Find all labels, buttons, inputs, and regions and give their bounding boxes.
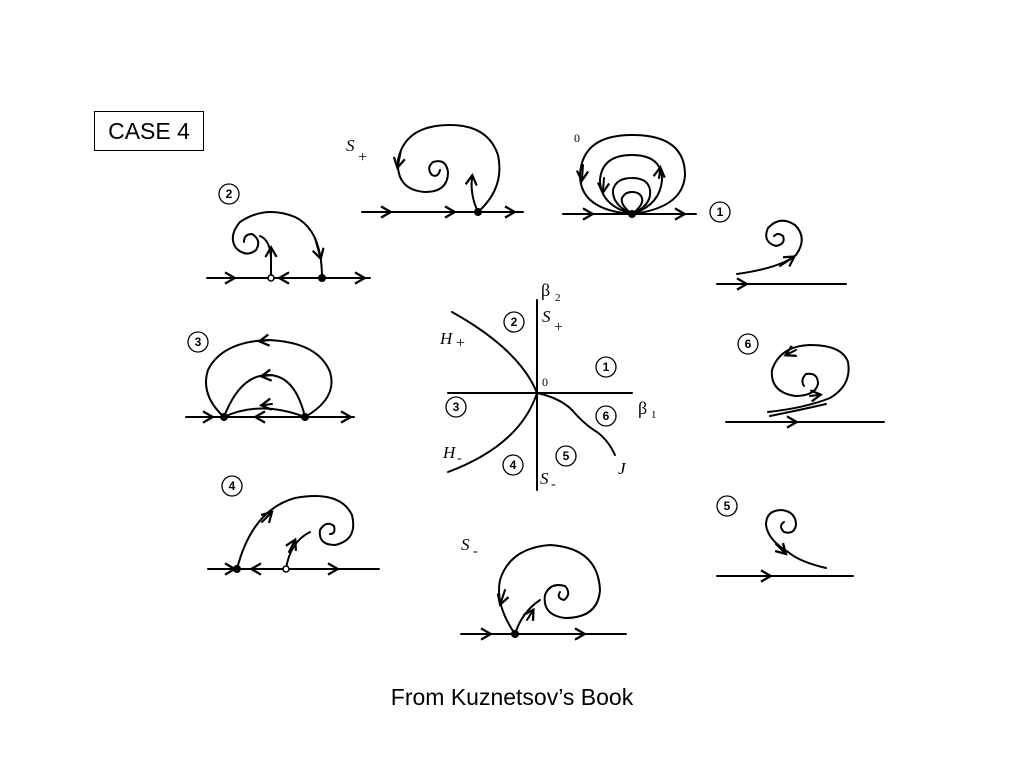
j-curve [536, 392, 616, 456]
s-minus-panel-subscript: - [473, 544, 478, 559]
panel-5-number: 5 [724, 499, 731, 513]
saddle-point [267, 274, 275, 282]
portrait-s-plus [361, 123, 524, 219]
caption: From Kuznetsov’s Book [390, 684, 634, 710]
region-6-number: 6 [603, 409, 610, 423]
s-plus-panel-subscript: + [358, 149, 367, 166]
panel-2-number: 2 [226, 187, 233, 201]
beta2-subscript: 2 [555, 292, 561, 304]
node-point [220, 413, 228, 421]
region-2-number: 2 [511, 315, 518, 329]
node-point [511, 630, 519, 638]
region-3-number: 3 [453, 400, 460, 414]
panel-1-number: 1 [717, 205, 724, 219]
region-1-number: 1 [603, 360, 610, 374]
case-label: CASE 4 [108, 117, 190, 144]
node-point [628, 210, 636, 218]
zero-panel-label: 0 [574, 131, 580, 145]
beta1-subscript: 1 [651, 409, 657, 421]
s-plus-axis-subscript: + [554, 319, 563, 336]
node-point [474, 208, 482, 216]
h-minus-curve [447, 392, 538, 473]
beta1-label: β [638, 398, 647, 418]
portrait-zero [562, 133, 697, 221]
portrait-2 [206, 211, 371, 285]
node-point [233, 565, 241, 573]
beta2-label: β [541, 280, 550, 300]
h-plus-curve [451, 311, 538, 394]
h-minus-subscript: - [457, 451, 462, 466]
origin-label: 0 [542, 375, 548, 389]
h-plus-subscript: + [456, 335, 465, 352]
case-label-box: CASE 4 [94, 111, 204, 151]
region-5-number: 5 [563, 449, 570, 463]
portrait-4 [207, 495, 380, 576]
node-point [318, 274, 326, 282]
portrait-s-minus [460, 543, 627, 641]
h-minus-label: H [442, 443, 457, 462]
s-minus-axis-label: S [540, 469, 549, 488]
s-minus-axis-subscript: - [551, 477, 556, 492]
portrait-6 [725, 343, 885, 429]
j-label: J [618, 459, 627, 478]
h-plus-label: H [439, 329, 454, 348]
panel-6-number: 6 [745, 337, 752, 351]
saddle-point [282, 565, 290, 573]
portrait-3 [185, 333, 355, 424]
portrait-5 [716, 508, 854, 583]
panel-4-number: 4 [229, 479, 236, 493]
portrait-1 [716, 219, 847, 291]
s-plus-panel-label: S [346, 136, 355, 155]
s-minus-panel-label: S [461, 535, 470, 554]
panel-3-number: 3 [195, 335, 202, 349]
bifurcation-diagram [447, 299, 633, 491]
region-4-number: 4 [510, 458, 517, 472]
node-point [301, 413, 309, 421]
s-plus-axis-label: S [542, 307, 551, 326]
